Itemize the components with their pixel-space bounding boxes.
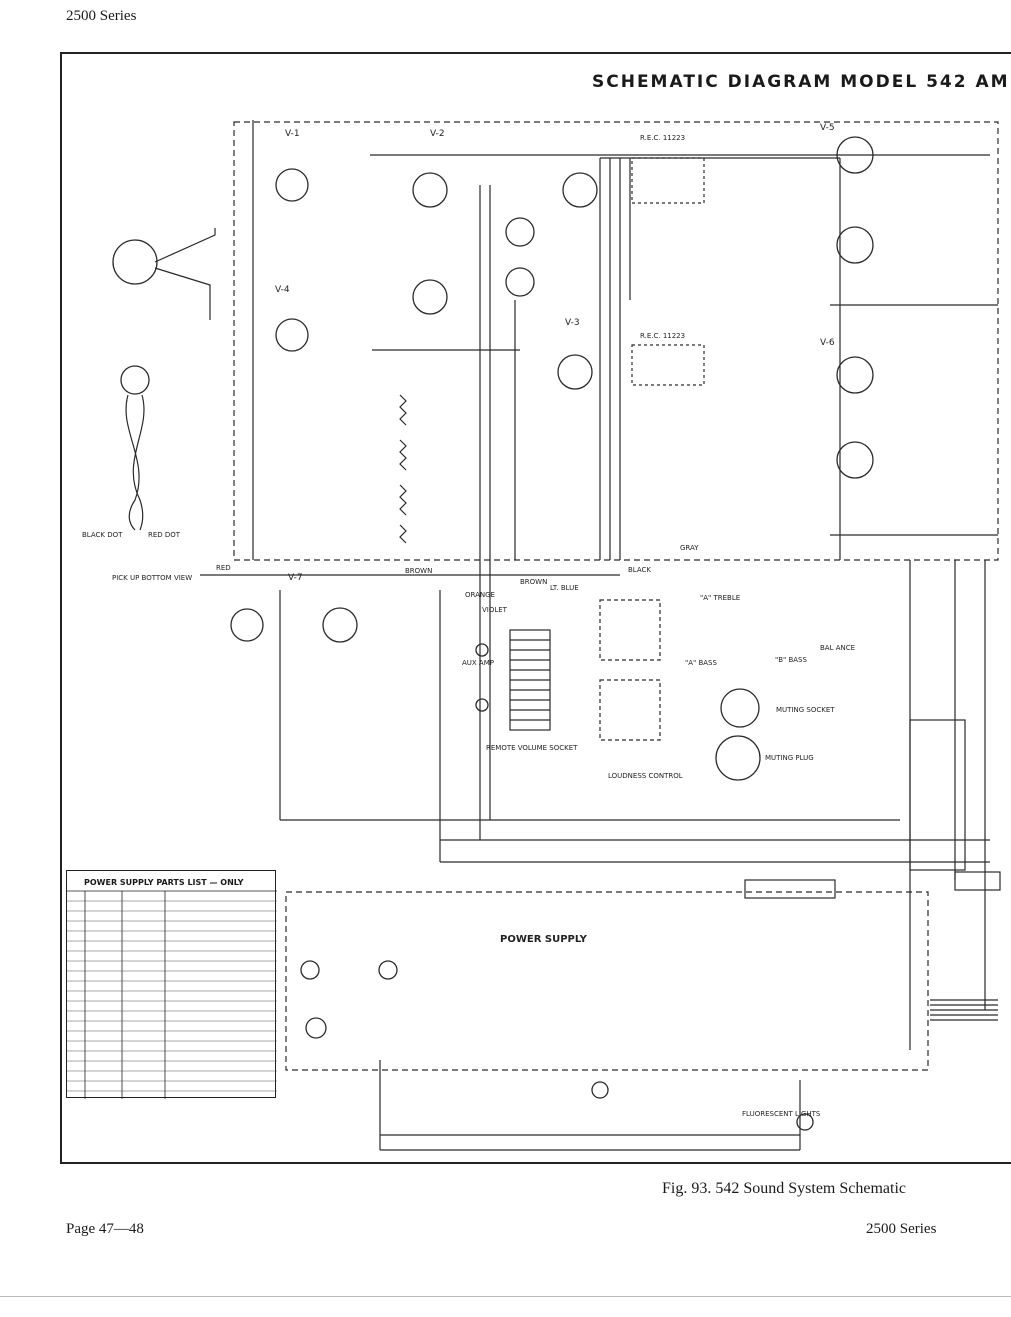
footer-series: 2500 Series <box>866 1221 937 1237</box>
tube-v4-label: V-4 <box>275 285 290 295</box>
balance-label: BAL ANCE <box>820 644 855 652</box>
bass-b-label: "B" BASS <box>775 656 808 664</box>
aux-amp-label: AUX AMP <box>462 659 494 667</box>
tube-v3-label: V-3 <box>565 318 580 328</box>
power-supply-label: POWER SUPPLY <box>500 934 588 945</box>
page-header-series: 2500 Series <box>66 8 137 24</box>
tube-v2-label: V-2 <box>430 129 445 139</box>
power-supply-parts-list <box>66 870 277 1099</box>
black-dot-label: BLACK DOT <box>82 531 123 539</box>
treble-a-label: "A" TREBLE <box>700 594 740 602</box>
tube-v7-label: V-7 <box>288 573 303 583</box>
wire-red-label: RED <box>216 564 231 572</box>
page-number: Page 47—48 <box>66 1221 144 1237</box>
muting-plug-label: MUTING PLUG <box>765 754 814 762</box>
tube-v6-label: V-6 <box>820 338 835 348</box>
rec-network-a-label: R.E.C. 11223 <box>640 134 685 142</box>
fluorescent-lights-label: FLUORESCENT LIGHTS <box>742 1110 821 1118</box>
bottom-divider <box>0 1296 1011 1297</box>
wire-orange-label: ORANGE <box>465 591 495 599</box>
wire-violet-label: VIOLET <box>482 606 508 614</box>
wire-brown-2-label: BROWN <box>520 578 547 586</box>
loudness-control-label: LOUDNESS CONTROL <box>608 772 683 780</box>
rec-network-b-label: R.E.C. 11223 <box>640 332 685 340</box>
wire-brown-label: BROWN <box>405 567 432 575</box>
pickup-label: PICK UP BOTTOM VIEW <box>112 574 192 582</box>
muting-socket-label: MUTING SOCKET <box>776 706 835 714</box>
wire-lt-blue-label: LT. BLUE <box>550 584 579 592</box>
bass-a-label: "A" BASS <box>685 659 717 667</box>
tube-v1-label: V-1 <box>285 129 300 139</box>
wire-black-label: BLACK <box>628 566 651 574</box>
tube-v5-label: V-5 <box>820 123 835 133</box>
schematic-title: SCHEMATIC DIAGRAM MODEL 542 AM <box>592 72 1010 92</box>
remote-volume-socket-label: REMOTE VOLUME SOCKET <box>486 744 578 752</box>
parts-list-title: POWER SUPPLY PARTS LIST — ONLY <box>84 878 244 887</box>
figure-caption: Fig. 93. 542 Sound System Schematic <box>662 1180 906 1197</box>
schematic-sheet-border <box>60 52 1011 1164</box>
red-dot-label: RED DOT <box>148 531 181 539</box>
wire-gray-label: GRAY <box>680 544 699 552</box>
